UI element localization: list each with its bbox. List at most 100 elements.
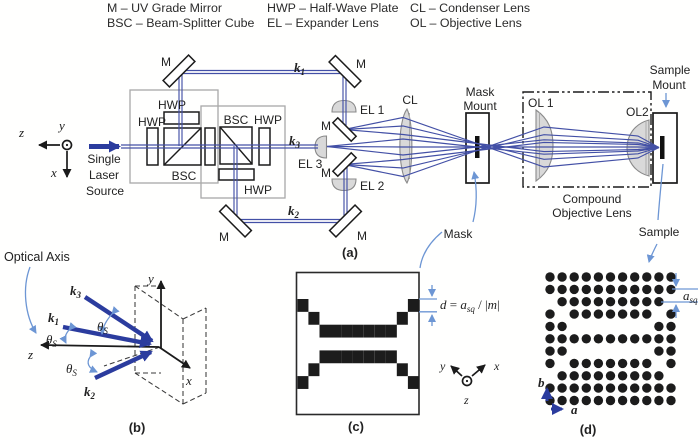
optical-axis-label: Optical Axis	[4, 250, 70, 264]
bsc1-diagonal	[163, 127, 202, 166]
legend-mirror: M – UV Grade Mirror	[107, 1, 222, 15]
mask-to-panel-c-leader	[419, 231, 443, 269]
panel-b-caption: (b)	[129, 420, 146, 435]
panel-d: asq b a (d)	[538, 272, 698, 437]
el2-label: EL 2	[360, 179, 385, 193]
bsc-module-1-box	[129, 89, 219, 184]
hwp2-label: HWP	[158, 98, 186, 112]
legend-cl: CL – Condenser Lens	[410, 1, 530, 15]
sample-element	[660, 136, 665, 159]
legend: M – UV Grade Mirror BSC – Beam-Splitter …	[107, 1, 530, 30]
panel-c: d = asq / |m| y x z (c)	[295, 271, 500, 434]
asq-label: asq	[683, 288, 698, 305]
laser-source-label: Single Laser Source	[86, 152, 124, 198]
d-equation-label: d = asq / |m|	[440, 297, 500, 314]
panel-b-k2-label: k2	[84, 384, 96, 401]
mask-callout-label: Mask	[444, 227, 474, 241]
callout-leaders	[419, 93, 670, 269]
theta-s-upper: θS	[97, 319, 108, 336]
mirror-mid-top-label: M	[321, 119, 331, 133]
legend-ol: OL – Objective Lens	[410, 16, 522, 30]
mirror-top-right	[328, 54, 362, 89]
k1-label: k1	[294, 60, 305, 77]
expander-lens-1	[331, 99, 357, 113]
mirrors	[162, 54, 363, 238]
ol2-label: OL2	[626, 105, 649, 119]
compound-objective-box	[522, 91, 652, 188]
mirror-bottom-left	[218, 204, 253, 238]
mirror-top-left-label: M	[161, 55, 171, 69]
main-axes	[38, 139, 73, 178]
optical-axis-arrow	[24, 266, 37, 334]
mask-outline	[295, 271, 420, 416]
expander-lens-3	[314, 135, 328, 159]
objective-lens-2	[626, 119, 650, 177]
hwp4-label: HWP	[254, 113, 282, 127]
legend-el: EL – Expander Lens	[267, 16, 379, 30]
main-axis-x: x	[50, 165, 57, 180]
mirror-bottom-right-label: M	[357, 229, 367, 243]
mask-mount-label-line1: Mask	[466, 85, 496, 99]
sample-dot-pattern	[545, 272, 676, 406]
mask-pattern	[297, 299, 419, 389]
sample-from-mount-leader	[657, 163, 664, 221]
panel-b-k1-label: k1	[48, 310, 59, 327]
mirror-top-left	[162, 54, 196, 88]
main-axis-z: z	[18, 125, 24, 140]
main-axis-y: y	[57, 118, 65, 133]
asq-annotation	[661, 273, 698, 318]
half-wave-plate-4	[258, 127, 271, 166]
y-axis-out-of-page-icon	[61, 139, 73, 151]
sample-callout-label: Sample	[639, 225, 680, 239]
k2-label: k2	[288, 203, 300, 220]
d-annotation-arrows	[419, 285, 437, 326]
bsc1-label: BSC	[172, 169, 197, 183]
panel-c-axis-x: x	[493, 359, 500, 373]
k1-vector	[62, 324, 152, 348]
objective-lens-1	[535, 108, 554, 183]
laser-label-line2: Laser	[89, 168, 119, 182]
hwp1-label: HWP	[138, 115, 166, 129]
panel-b-axis-y: y	[146, 271, 154, 286]
k-vectors	[62, 295, 154, 380]
sample-to-panel-d-arrow	[646, 243, 658, 263]
el3-label: EL 3	[298, 157, 323, 171]
lattice-vector-b-label: b	[538, 375, 545, 390]
sample-mount-label-line2: Mount	[652, 78, 686, 92]
laser-label-line3: Source	[86, 184, 124, 198]
panel-b-axis-z: z	[27, 347, 33, 362]
cl-label: CL	[402, 93, 418, 107]
panel-c-axes	[450, 364, 486, 387]
panel-d-caption: (d)	[580, 422, 597, 437]
lattice-vectors	[541, 387, 564, 415]
mirror-mid-bottom	[331, 151, 358, 178]
mirror-bottom-left-label: M	[219, 230, 229, 244]
theta-s-lower: θS	[66, 361, 77, 378]
half-wave-plate-1	[146, 127, 159, 166]
beam-paths	[121, 69, 660, 224]
legend-bsc: BSC – Beam-Splitter Cube	[107, 16, 254, 30]
panel-a-caption: (a)	[342, 245, 358, 260]
theta-s-left: θS	[46, 332, 57, 349]
compound-label-line1: Compound	[563, 192, 622, 206]
k3-label: k3	[289, 133, 301, 150]
laser-label-line1: Single	[87, 152, 121, 166]
legend-hwp: HWP – Half-Wave Plate	[267, 1, 399, 15]
mirror-mid-bottom-label: M	[321, 166, 331, 180]
half-wave-plate-3	[204, 127, 216, 166]
ol1-label: OL 1	[528, 96, 554, 110]
mirror-top-right-label: M	[356, 57, 366, 71]
panel-b-angle-arcs	[24, 266, 120, 373]
compound-label-line2: Objective Lens	[552, 206, 631, 220]
panel-b-axes	[40, 280, 191, 369]
mask-mount-label-line2: Mount	[463, 99, 497, 113]
panel-c-axis-z: z	[463, 393, 469, 407]
bsc2-label: BSC	[224, 113, 249, 127]
lattice-vector-a-label: a	[571, 402, 578, 417]
panel-c-axis-y: y	[439, 359, 446, 373]
sample-mount-label-line1: Sample	[650, 63, 691, 77]
el1-label: EL 1	[360, 103, 385, 117]
panel-b-k3-label: k3	[70, 283, 82, 300]
